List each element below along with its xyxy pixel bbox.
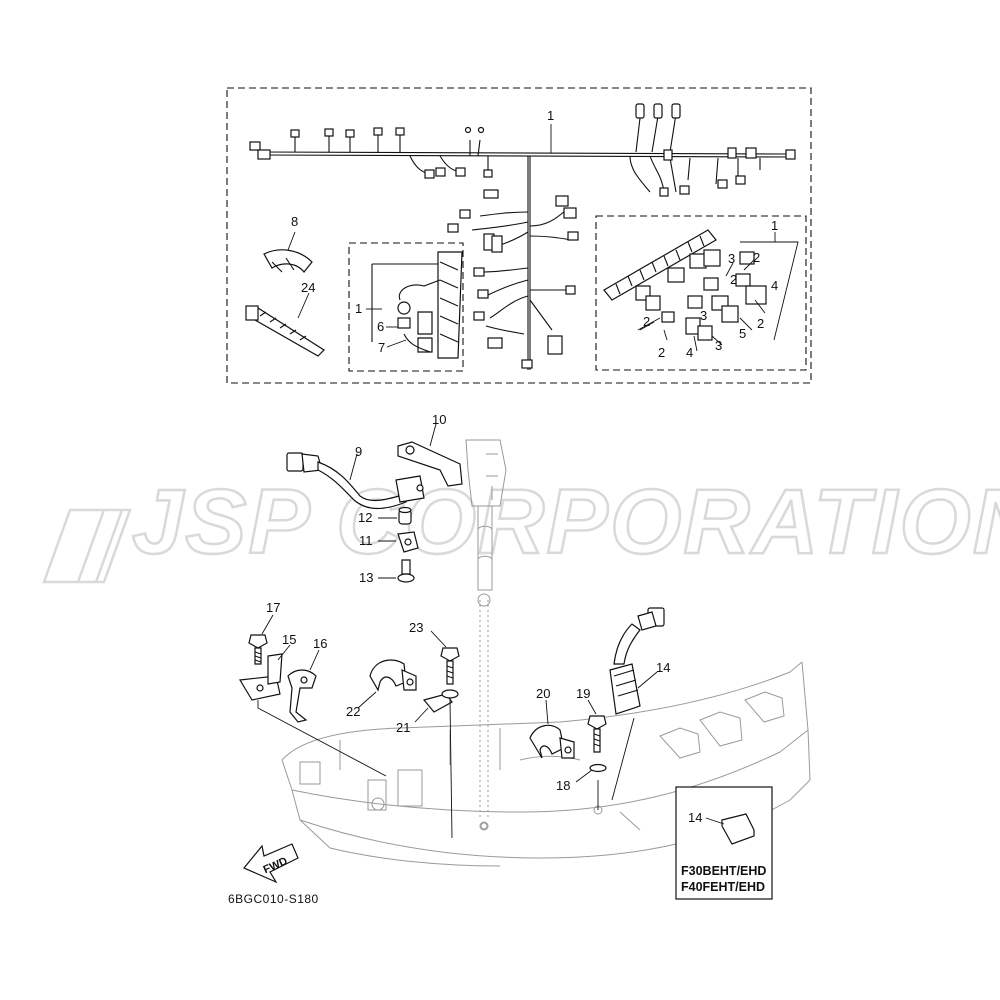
callout-harness-1: 1 <box>547 108 554 153</box>
svg-text:2: 2 <box>753 250 760 265</box>
svg-text:3: 3 <box>700 308 707 323</box>
svg-text:1: 1 <box>547 108 554 123</box>
model-name-1: F30BEHT/EHD <box>681 864 766 878</box>
svg-text:9: 9 <box>355 444 362 459</box>
svg-text:2: 2 <box>730 272 737 287</box>
part-23-bolt: 23 <box>409 620 460 685</box>
part-9-sensor-lead: 9 <box>286 444 407 510</box>
svg-text:4: 4 <box>686 345 693 360</box>
svg-text:14: 14 <box>656 660 670 675</box>
svg-text:1: 1 <box>355 301 362 316</box>
svg-text:19: 19 <box>576 686 590 701</box>
svg-text:15: 15 <box>282 632 296 647</box>
mounting-guide-lines <box>257 699 635 839</box>
svg-text:12: 12 <box>358 510 372 525</box>
watermark-logo-mark <box>42 508 132 584</box>
relay-blocks <box>635 249 767 341</box>
part-18-washer: 18 <box>556 763 607 793</box>
svg-text:4: 4 <box>771 278 778 293</box>
part-10-bracket: 10 <box>395 412 463 503</box>
model-box-border <box>675 786 773 900</box>
svg-text:2: 2 <box>658 345 665 360</box>
part-12-spacer: 12 <box>358 506 412 525</box>
sub-harness-panel: 1 6 7 <box>348 242 464 372</box>
relay-connector-panel: 1 2 3 2 4 5 2 2 4 3 2 3 <box>595 215 807 371</box>
svg-text:14: 14 <box>688 810 702 825</box>
wire-clip: 8 <box>263 214 313 273</box>
svg-text:2: 2 <box>643 314 650 329</box>
svg-text:1: 1 <box>771 218 778 233</box>
watermark: JSP CORPORATION <box>42 470 1000 584</box>
svg-text:23: 23 <box>409 620 423 635</box>
svg-text:7: 7 <box>378 340 385 355</box>
part-22-clamp: 22 <box>346 659 417 719</box>
part-20-clamp: 20 <box>529 686 575 759</box>
svg-text:2: 2 <box>757 316 764 331</box>
part-11-plate: 11 <box>359 531 419 553</box>
relay-label-group: 2 3 2 4 5 2 2 4 3 2 3 <box>643 250 778 360</box>
svg-text:5: 5 <box>739 326 746 341</box>
svg-text:17: 17 <box>266 600 280 615</box>
watermark-text: JSP CORPORATION <box>132 471 1000 573</box>
svg-text:10: 10 <box>432 412 446 427</box>
svg-text:22: 22 <box>346 704 360 719</box>
svg-text:13: 13 <box>359 570 373 585</box>
engine-housing-outline <box>281 661 811 867</box>
wire-harness-main <box>249 103 796 370</box>
svg-text:6: 6 <box>377 319 384 334</box>
svg-text:18: 18 <box>556 778 570 793</box>
part-14-rectifier: 14 <box>609 607 670 715</box>
svg-text:3: 3 <box>715 338 722 353</box>
fwd-arrow-icon: FWD <box>243 843 299 884</box>
sub-harness-connector-6 <box>397 301 411 315</box>
part-19-bolt: 19 <box>576 686 607 753</box>
shaft-assembly <box>465 439 507 830</box>
svg-text:21: 21 <box>396 720 410 735</box>
part-16-clamp: 16 <box>287 636 327 723</box>
part-15-bracket: 15 <box>239 632 296 701</box>
svg-text:8: 8 <box>291 214 298 229</box>
relay-sleeve <box>603 229 717 301</box>
svg-text:24: 24 <box>301 280 315 295</box>
svg-text:3: 3 <box>728 251 735 266</box>
svg-text:16: 16 <box>313 636 327 651</box>
svg-text:20: 20 <box>536 686 550 701</box>
cable-tie: 24 <box>245 280 325 357</box>
model-name-2: F40FEHT/EHD <box>681 880 765 894</box>
sub-harness-sleeve <box>437 251 463 359</box>
harness-panel-border <box>226 87 812 384</box>
wire-harness-panel: 1 8 24 1 <box>226 87 812 384</box>
part-21-plate: 21 <box>396 689 459 735</box>
part-13-screw: 13 <box>359 559 415 585</box>
model-variant-box: 14 F30BEHT/EHD F40FEHT/EHD <box>675 786 773 900</box>
part-17-bolt: 17 <box>248 600 280 665</box>
svg-text:11: 11 <box>359 533 373 548</box>
diagram-code: 6BGC010-S180 <box>228 892 319 906</box>
